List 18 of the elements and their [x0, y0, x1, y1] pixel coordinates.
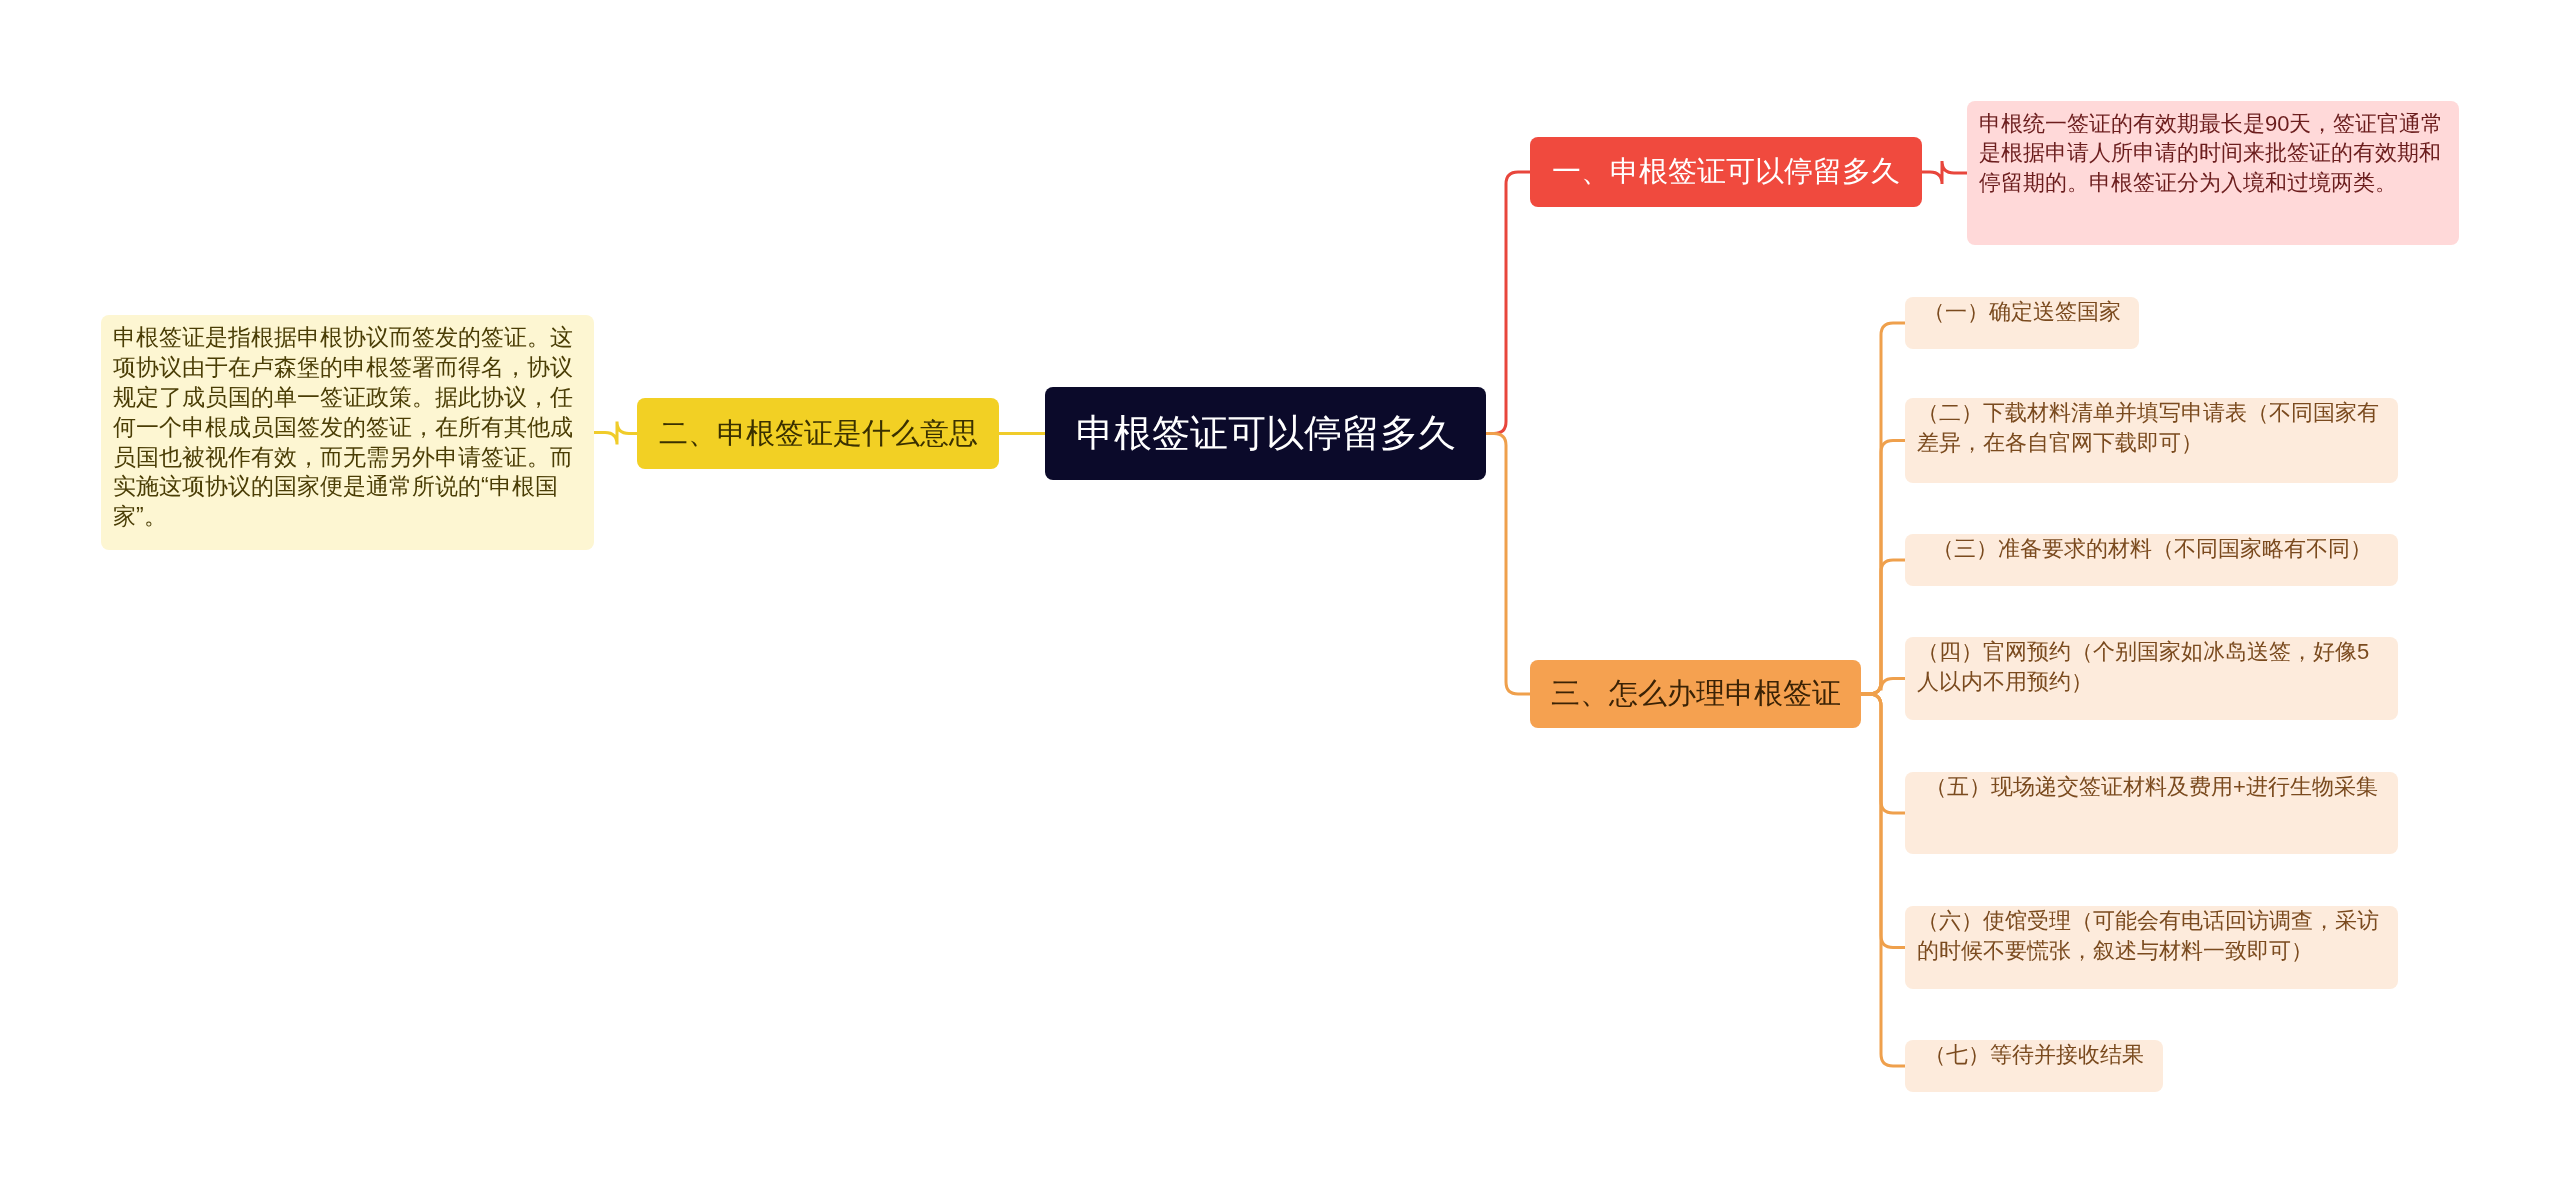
branch-topic: 三、怎么办理申根签证	[1530, 660, 1861, 728]
step-card: （五）现场递交签证材料及费用+进行生物采集	[1905, 772, 2398, 854]
step-card: （一）确定送签国家	[1905, 297, 2139, 349]
step-card: （二）下载材料清单并填写申请表（不同国家有差异，在各自官网下载即可）	[1905, 398, 2398, 483]
step-card: （四）官网预约（个别国家如冰岛送签，好像5人以内不用预约）	[1905, 637, 2398, 720]
note-card: 申根统一签证的有效期最长是90天，签证官通常是根据申请人所申请的时间来批签证的有效期和停留期的。申根签证分为入境和过境两类。	[1967, 101, 2459, 245]
branch-topic: 一、申根签证可以停留多久	[1530, 137, 1922, 207]
connector-line	[1861, 692, 1905, 1068]
connector-line	[594, 420, 637, 446]
step-card: （七）等待并接收结果	[1905, 1040, 2163, 1092]
step-card: （三）准备要求的材料（不同国家略有不同）	[1905, 534, 2398, 586]
step-card: （六）使馆受理（可能会有电话回访调查，采访的时候不要慌张，叙述与材料一致即可）	[1905, 906, 2398, 989]
connector-line	[999, 432, 1045, 435]
branch-topic: 二、申根签证是什么意思	[637, 398, 999, 469]
root-topic: 申根签证可以停留多久	[1045, 387, 1486, 480]
connector-line	[1922, 159, 1967, 186]
note-card: 申根签证是指根据申根协议而签发的签证。这项协议由于在卢森堡的申根签署而得名，协议规定了成员国的单一签证政策。据此协议，任何一个申根成员国签发的签证，在所有其他成员国也被视作有效，而无需另外申请签证。而实施这项协议的国家便是通常所说的“申根国家”。	[101, 315, 594, 550]
connector-line	[1486, 432, 1530, 696]
